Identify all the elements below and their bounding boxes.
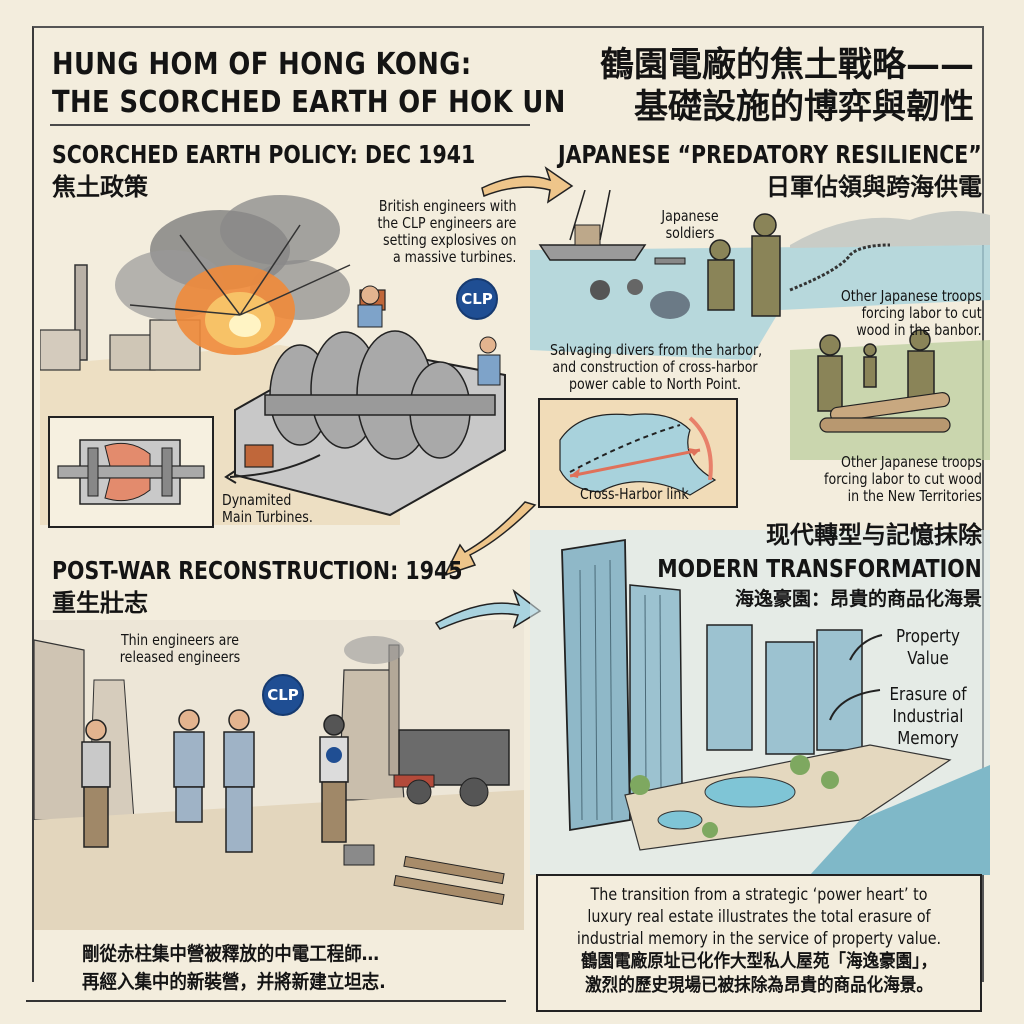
summary-en-line3: industrial memory in the service of prop… — [576, 929, 942, 949]
turbine-cross-section-inset — [48, 416, 214, 528]
japanese-heading: JAPANESE “PREDATORY RESILIENCE” — [558, 140, 982, 169]
summary-en-line1: The transition from a strategic ‘power h… — [590, 885, 928, 905]
clp-badge: CLP — [456, 278, 498, 320]
title-english: HUNG HOM OF HONG KONG: THE SCORCHED EART… — [52, 46, 566, 122]
summary-zh-line2: 激烈的歷史現場已被抹除為昂貴的商品化海景。 — [585, 975, 933, 996]
flow-arrow-right-blue-icon — [434, 588, 542, 630]
flow-arrow-right-icon — [481, 166, 574, 204]
modern-subheading-zh: 海逸豪園：昂貴的商品化海景 — [734, 588, 982, 610]
scorched-earth-heading-zh: 焦土政策 — [52, 173, 148, 201]
turbine-diagram-icon — [57, 439, 205, 505]
postwar-heading-zh: 重生壯志 — [52, 589, 148, 617]
modern-skyline-illustration — [530, 530, 990, 875]
summary-box: The transition from a strategic ‘power h… — [536, 874, 982, 1012]
title-en-line2: THE SCORCHED EARTH OF HOK UN — [52, 85, 566, 120]
caption-troops-new-territories: Other Japanese troops forcing labor to c… — [824, 453, 982, 505]
poster-frame — [32, 26, 984, 982]
map-icon — [559, 413, 717, 496]
clp-badge-postwar: CLP — [262, 674, 304, 716]
japanese-heading-zh: 日軍佔領與跨海供電 — [766, 173, 982, 201]
title-zh-line1: 鶴園電廠的焦土戰略—— — [600, 45, 974, 85]
bottom-left-divider — [26, 1000, 506, 1002]
postwar-ruins-illustration — [34, 620, 524, 930]
caption-released-engineers: Thin engineers are released engineers — [119, 631, 241, 666]
label-erasure-industrial-memory: Erasure of Industrial Memory — [889, 684, 967, 749]
harbor-occupation-illustration — [530, 190, 990, 460]
caption-british-engineers: British engineers with the CLP engineers… — [377, 197, 516, 266]
caption-japanese-soldiers: Japanese soldiers — [661, 207, 719, 242]
modern-heading: MODERN TRANSFORMATION — [657, 554, 982, 583]
title-en-line1: HUNG HOM OF HONG KONG: — [52, 47, 472, 82]
scorched-earth-heading: SCORCHED EARTH POLICY: DEC 1941 — [52, 140, 476, 169]
title-divider — [50, 124, 530, 126]
flow-arrow-down-left-icon — [443, 501, 537, 577]
caption-salvaging-divers: Salvaging divers from the harbor, and co… — [550, 341, 763, 393]
summary-zh-line1: 鶴園電廠原址已化作大型私人屋苑「海逸豪園」， — [580, 951, 938, 972]
title-zh-line2: 基礎設施的博弈與韌性 — [634, 87, 974, 127]
postwar-caption-zh: 剛從赤柱集中營被釋放的中電工程師… 再經入集中的新裝營，并將新建立坦志. — [82, 943, 386, 993]
postwar-heading: POST-WAR RECONSTRUCTION: 1945 — [52, 556, 463, 585]
caption-dynamited-turbines: Dynamited Main Turbines. — [222, 491, 313, 526]
caption-troops-harbor: Other Japanese troops forcing labor to c… — [841, 287, 982, 339]
cross-harbor-map — [538, 398, 738, 508]
map-label-cross-harbor: Cross-Harbor link — [580, 485, 689, 503]
title-chinese: 鶴園電廠的焦土戰略—— 基礎設施的博弈與韌性 — [600, 44, 974, 128]
summary-en-line2: luxury real estate illustrates the total… — [587, 907, 931, 927]
label-property-value: Property Value — [896, 626, 960, 669]
modern-heading-zh: 现代轉型与記憶抹除 — [766, 521, 982, 549]
